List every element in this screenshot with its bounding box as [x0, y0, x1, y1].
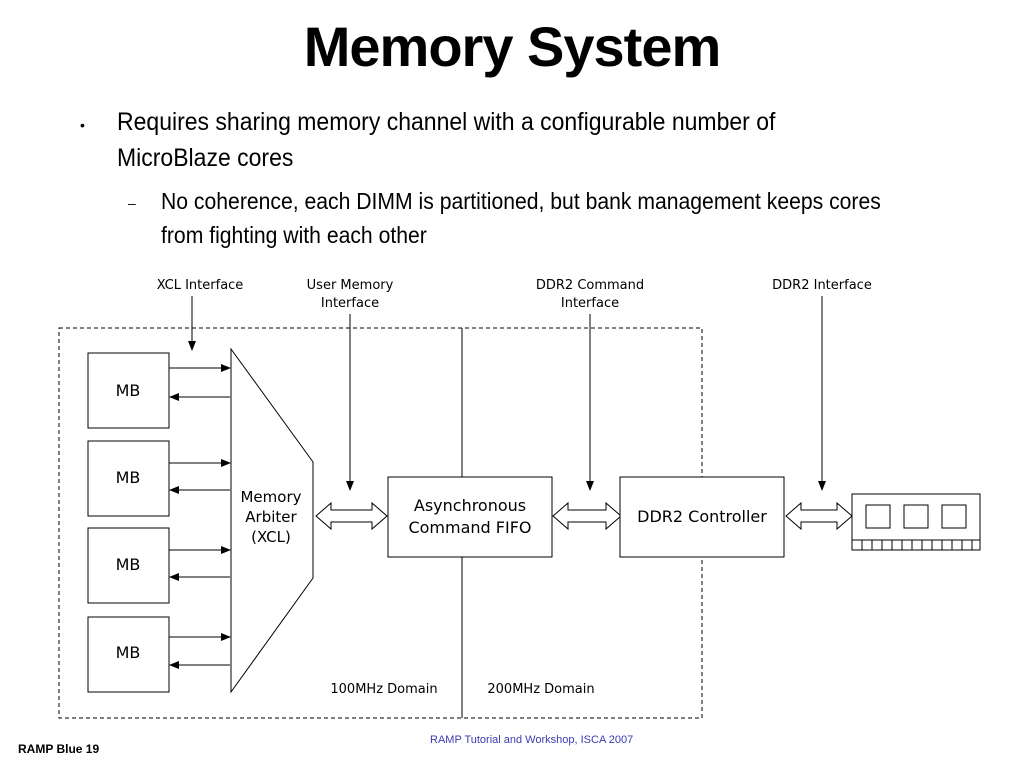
- slide-title: Memory System: [303, 15, 722, 78]
- mb-arbiter-links: [169, 364, 231, 669]
- label-user-memory-line1: User Memory: [307, 278, 394, 293]
- label-100mhz-domain: 100MHz Domain: [330, 682, 437, 697]
- svg-text:MB: MB: [116, 643, 141, 662]
- mb-block: MB: [87, 440, 170, 517]
- label-ddr2-command-line2: Interface: [561, 296, 619, 311]
- sub-bullet-dash: –: [128, 195, 136, 211]
- label-ddr2-command-line1: DDR2 Command: [536, 278, 644, 293]
- double-arrow-controller-dimm: [785, 501, 853, 531]
- svg-text:DDR2 Controller: DDR2 Controller: [637, 507, 767, 526]
- memory-arbiter: Memory Arbiter (XCL): [230, 347, 314, 694]
- label-user-memory-line2: Interface: [321, 296, 379, 311]
- fpga-boundary: [58, 327, 703, 719]
- svg-text:MB: MB: [116, 555, 141, 574]
- double-arrow-fifo-controller: [552, 501, 622, 531]
- label-200mhz-domain: 200MHz Domain: [487, 682, 594, 697]
- svg-text:MB: MB: [116, 468, 141, 487]
- svg-text:Arbiter: Arbiter: [245, 508, 297, 526]
- double-arrow-arbiter-fifo: [315, 501, 388, 531]
- ddr2-controller: DDR2 Controller: [619, 476, 785, 558]
- mb-block: MB: [87, 352, 170, 429]
- footer-slide-number: RAMP Blue 19: [18, 742, 100, 756]
- footer-event: RAMP Tutorial and Workshop, ISCA 2007: [430, 734, 634, 746]
- svg-text:Asynchronous: Asynchronous: [414, 496, 526, 515]
- svg-text:MB: MB: [116, 381, 141, 400]
- async-command-fifo: Asynchronous Command FIFO: [387, 476, 553, 558]
- bullet-1: Requires sharing memory channel with a c…: [117, 108, 776, 172]
- label-xcl-interface: XCL Interface: [157, 278, 244, 293]
- dimm-module-icon: [851, 493, 981, 551]
- svg-text:Command FIFO: Command FIFO: [408, 518, 531, 537]
- bullet-2: No coherence, each DIMM is partitioned, …: [161, 188, 881, 248]
- svg-text:(XCL): (XCL): [251, 528, 291, 546]
- label-ddr2-interface: DDR2 Interface: [772, 278, 872, 293]
- mb-block: MB: [87, 616, 170, 693]
- svg-text:Memory: Memory: [240, 488, 301, 506]
- bullet-dot: •: [80, 117, 85, 133]
- mb-block: MB: [87, 527, 170, 604]
